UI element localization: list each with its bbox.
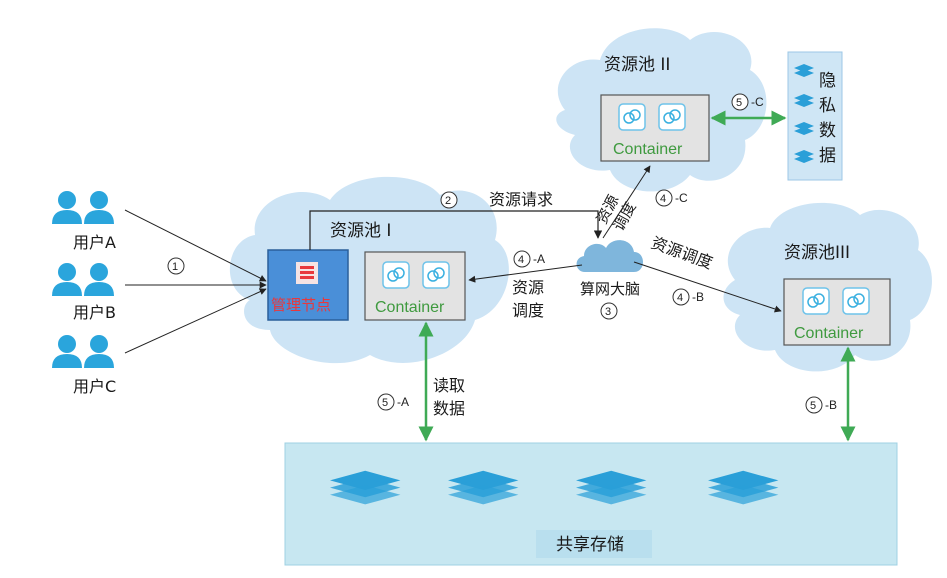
manager-node: 管理节点 [267, 249, 349, 321]
step-5a-suffix: -A [397, 395, 409, 409]
user-b-icon-1 [52, 263, 82, 296]
step-3-number: 3 [605, 306, 611, 318]
step-4c-number: 4 [660, 193, 666, 205]
step-5b-badge [805, 396, 823, 414]
step-3-badge [600, 302, 618, 320]
compute-brain: 算网大脑 3 [576, 240, 643, 320]
user-a-label: 用户A [73, 233, 116, 252]
step-5c-suffix: -C [751, 95, 764, 109]
step-4b-number: 4 [677, 292, 683, 304]
private-data-store: 隐 私 数 据 [787, 51, 843, 181]
pool-1-title: 资源池 I [330, 221, 391, 241]
container-3-label: Container [794, 325, 864, 342]
step-2-number: 2 [445, 195, 451, 207]
user-a: 用户A [52, 191, 116, 252]
step-4b-label: 资源调度 [649, 233, 716, 273]
brain-label: 算网大脑 [580, 280, 640, 298]
step-5c-badge [731, 93, 749, 111]
edge-user-c-manager [124, 288, 267, 354]
user-c: 用户C [52, 335, 116, 396]
step-4a-label-line2: 调度 [512, 301, 544, 320]
container-cube-icon [802, 287, 830, 315]
step-4c-suffix: -C [675, 191, 688, 205]
user-c-icon-1 [52, 335, 82, 368]
step-4a-suffix: -A [533, 252, 545, 266]
user-c-icon-2 [84, 335, 114, 368]
private-data-char-1: 隐 [819, 71, 836, 91]
user-b: 用户B [52, 263, 116, 322]
layers-icon [794, 64, 814, 163]
container-cube-icon [842, 287, 870, 315]
container-cube-icon [658, 103, 686, 131]
container-1-label: Container [375, 299, 445, 316]
user-a-icon-2 [84, 191, 114, 224]
pool-3-title: 资源池III [784, 243, 850, 263]
edge-schedule-pool-1 [468, 264, 583, 283]
server-icon [296, 262, 318, 284]
edge-schedule-pool-2 [602, 165, 651, 239]
step-5a-label-line2: 数据 [433, 399, 465, 418]
brain-cloud-icon [576, 240, 643, 272]
container-2-label: Container [613, 141, 683, 158]
step-4b-badge [672, 288, 690, 306]
container-pool-2: Container [600, 94, 710, 162]
edge-schedule-pool-3 [633, 261, 782, 313]
user-c-label: 用户C [73, 377, 116, 396]
container-cube-icon [422, 261, 450, 289]
step-2-label: 资源请求 [489, 190, 553, 209]
user-a-icon-1 [52, 191, 82, 224]
step-4c-badge [655, 189, 673, 207]
step-5c-number: 5 [736, 97, 742, 109]
container-pool-1: Container [364, 251, 466, 321]
step-5a-label-line1: 读取 [433, 376, 465, 395]
step-5a-badge [377, 393, 395, 411]
pool-2-title: 资源池 II [604, 55, 670, 75]
shared-storage: 共享存储 [284, 442, 898, 566]
step-4a-label-line1: 资源 [512, 278, 544, 297]
step-5a-number: 5 [382, 397, 388, 409]
step-4b-suffix: -B [692, 290, 704, 304]
private-data-char-4: 据 [819, 146, 836, 166]
shared-storage-label: 共享存储 [556, 535, 624, 555]
manager-label: 管理节点 [271, 296, 331, 314]
step-4a-number: 4 [518, 254, 524, 266]
user-b-icon-2 [84, 263, 114, 296]
user-b-label: 用户B [73, 303, 116, 322]
step-2-badge [440, 191, 458, 209]
container-pool-3: Container [783, 278, 891, 346]
container-cube-icon [382, 261, 410, 289]
private-data-char-2: 私 [819, 96, 836, 116]
private-data-char-3: 数 [819, 121, 836, 141]
step-1-badge [167, 257, 185, 275]
step-4a-badge [513, 250, 531, 268]
step-1-number: 1 [172, 261, 178, 273]
edge-user-a-manager [124, 209, 267, 282]
edge-resource-request [309, 210, 603, 250]
step-5b-suffix: -B [825, 398, 837, 412]
step-5b-number: 5 [810, 400, 816, 412]
container-cube-icon [618, 103, 646, 131]
